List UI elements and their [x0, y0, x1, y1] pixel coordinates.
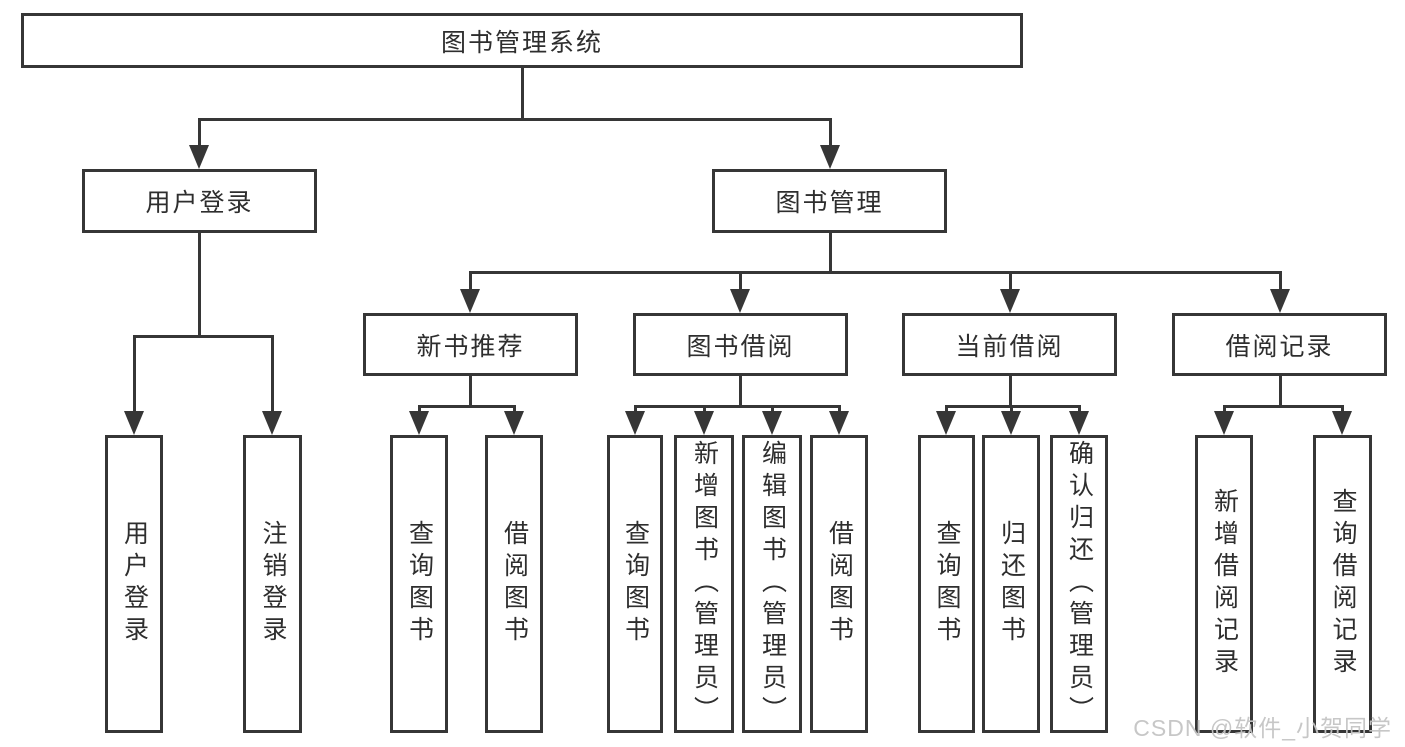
connector-stem: [1278, 376, 1282, 408]
node-leaf-query-book-c: 查询图书: [918, 435, 975, 733]
node-label: 借阅记录: [1225, 332, 1334, 361]
node-label: 借阅图书: [825, 520, 854, 648]
node-leaf-add-book: 新增图书（管理员）: [674, 435, 734, 733]
arrow-down-icon: [1270, 289, 1290, 313]
arrow-down-icon: [1214, 411, 1234, 435]
node-current-borrow: 当前借阅: [902, 313, 1117, 376]
connector-bar: [417, 405, 516, 408]
connector-stem: [738, 376, 742, 408]
arrow-down-icon: [504, 411, 524, 435]
node-leaf-return-book: 归还图书: [982, 435, 1040, 733]
node-label: 查询图书: [933, 520, 961, 648]
arrow-down-icon: [820, 145, 840, 169]
arrow-down-icon: [694, 411, 714, 435]
node-label: 查询借阅记录: [1329, 488, 1357, 680]
node-label: 图书借阅: [686, 332, 795, 361]
node-borrow-records: 借阅记录: [1172, 313, 1387, 376]
node-leaf-edit-book: 编辑图书（管理员）: [742, 435, 802, 733]
node-book-borrow: 图书借阅: [633, 313, 848, 376]
arrow-down-icon: [460, 289, 480, 313]
connector-stem: [468, 376, 472, 408]
arrow-down-icon: [124, 411, 144, 435]
node-label: 图书管理系统: [440, 28, 603, 57]
connector-bar: [132, 335, 274, 338]
arrow-down-icon: [189, 145, 209, 169]
connector-arrow-shaft: [270, 335, 274, 415]
node-label: 用户登录: [145, 189, 254, 217]
arrow-down-icon: [829, 411, 849, 435]
arrow-down-icon: [936, 411, 956, 435]
node-label: 用户登录: [120, 520, 149, 648]
node-label: 归还图书: [997, 520, 1026, 648]
node-leaf-borrow-book-a: 借阅图书: [485, 435, 543, 733]
node-label: 注销登录: [259, 520, 287, 648]
connector-bar: [1222, 405, 1344, 408]
connector-stem: [828, 233, 832, 274]
connector-arrow-shaft: [1077, 405, 1081, 415]
connector-arrow-shaft: [1008, 271, 1012, 293]
connector-arrow-shaft: [197, 118, 201, 149]
node-user-login-group: 用户登录: [82, 169, 317, 233]
arrow-down-icon: [409, 411, 429, 435]
connector-bar: [633, 405, 841, 408]
connector-arrow-shaft: [417, 405, 421, 415]
connector-stem: [1008, 376, 1012, 408]
connector-arrow-shaft: [633, 405, 637, 415]
node-leaf-query-book-b: 查询图书: [607, 435, 663, 733]
connector-stem: [197, 233, 201, 338]
node-label: 借阅图书: [500, 520, 529, 648]
node-label: 新书推荐: [416, 332, 525, 361]
connector-arrow-shaft: [702, 405, 706, 415]
node-leaf-confirm-return: 确认归还（管理员）: [1050, 435, 1108, 733]
node-label: 确认归还（管理员）: [1065, 440, 1094, 728]
node-label: 图书管理: [775, 189, 884, 217]
connector-arrow-shaft: [512, 405, 516, 415]
connector-arrow-shaft: [468, 271, 472, 293]
connector-bar: [944, 405, 1081, 408]
connector-arrow-shaft: [944, 405, 948, 415]
connector-stem: [520, 68, 524, 121]
connector-bar: [197, 118, 832, 121]
arrow-down-icon: [730, 289, 750, 313]
connector-arrow-shaft: [770, 405, 774, 415]
node-leaf-user-login: 用户登录: [105, 435, 163, 733]
node-label: 新增借阅记录: [1210, 488, 1239, 680]
connector-arrow-shaft: [1340, 405, 1344, 415]
connector-arrow-shaft: [1278, 271, 1282, 293]
arrow-down-icon: [1069, 411, 1089, 435]
connector-arrow-shaft: [1222, 405, 1226, 415]
node-book-mgmt-group: 图书管理: [712, 169, 947, 233]
arrow-down-icon: [1000, 289, 1020, 313]
node-label: 查询图书: [405, 520, 434, 648]
connector-arrow-shaft: [132, 335, 136, 415]
connector-bar: [468, 271, 1282, 274]
node-label: 新增图书（管理员）: [690, 440, 719, 728]
connector-arrow-shaft: [837, 405, 841, 415]
connector-arrow-shaft: [1009, 405, 1013, 415]
node-label: 编辑图书（管理员）: [758, 440, 787, 728]
node-leaf-logout: 注销登录: [243, 435, 302, 733]
connector-arrow-shaft: [738, 271, 742, 293]
arrow-down-icon: [1332, 411, 1352, 435]
node-leaf-query-borrow-record: 查询借阅记录: [1313, 435, 1372, 733]
connector-arrow-shaft: [828, 118, 832, 149]
node-leaf-query-book-a: 查询图书: [390, 435, 448, 733]
node-leaf-add-borrow-record: 新增借阅记录: [1195, 435, 1253, 733]
node-label: 当前借阅: [955, 332, 1064, 361]
node-leaf-borrow-book-b: 借阅图书: [810, 435, 868, 733]
node-new-book-recommend: 新书推荐: [363, 313, 578, 376]
arrow-down-icon: [625, 411, 645, 435]
watermark: CSDN @软件_小贺同学: [1133, 715, 1392, 741]
arrow-down-icon: [762, 411, 782, 435]
node-label: 查询图书: [621, 520, 650, 648]
arrow-down-icon: [1001, 411, 1021, 435]
arrow-down-icon: [262, 411, 282, 435]
node-root: 图书管理系统: [21, 13, 1023, 68]
